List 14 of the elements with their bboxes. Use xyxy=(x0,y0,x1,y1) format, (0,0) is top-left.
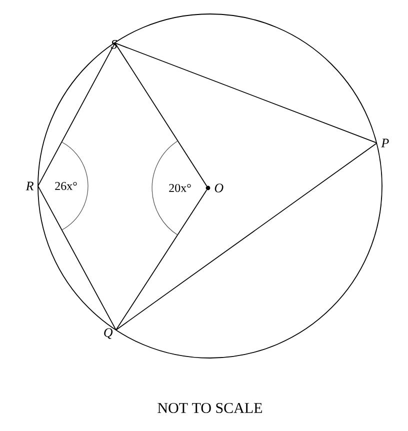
angle-label: 20x° xyxy=(169,184,191,192)
point-label: O xyxy=(214,184,224,192)
point-label: R xyxy=(26,182,34,190)
line-segment xyxy=(116,142,378,330)
point-label: P xyxy=(381,138,389,148)
line-segment xyxy=(114,42,378,144)
caption: NOT TO SCALE xyxy=(158,402,262,414)
centre-point xyxy=(206,186,210,190)
line-segment xyxy=(114,42,208,186)
angle-label: 26x° xyxy=(55,182,77,190)
point-label: Q xyxy=(104,328,113,339)
line-segment xyxy=(38,186,116,330)
line-segment xyxy=(38,42,116,186)
line-segment xyxy=(116,190,208,330)
